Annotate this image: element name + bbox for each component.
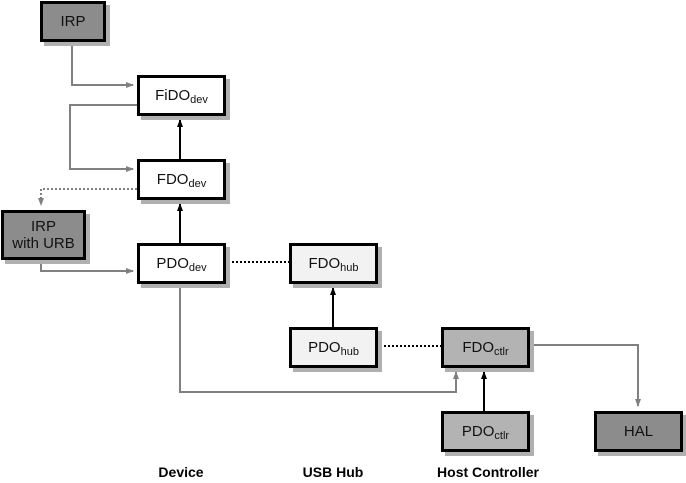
node-fdo-ctlr-main: FDO bbox=[462, 339, 494, 356]
node-irp: IRP bbox=[40, 1, 106, 42]
node-pdo-hub: PDOhub bbox=[289, 327, 378, 368]
node-irp-label: IRP bbox=[60, 13, 86, 30]
node-pdo-hub-main: PDO bbox=[308, 339, 341, 356]
node-irp-with-urb: IRP with URB bbox=[1, 210, 86, 260]
node-pdo-ctlr-main: PDO bbox=[461, 423, 495, 440]
node-fdo-hub-main: FDO bbox=[308, 255, 341, 272]
edge-pdo-dev-to-fdo-ctlr bbox=[179, 284, 459, 393]
edge-fdo-to-irp-urb bbox=[38, 188, 137, 206]
node-fido-dev: FiDOdev bbox=[137, 75, 226, 116]
column-label-host-controller: Host Controller bbox=[437, 464, 539, 480]
node-fido-dev-main: FiDO bbox=[155, 87, 191, 104]
node-pdo-dev-sub: dev bbox=[188, 262, 207, 274]
node-fdo-hub-sub: hub bbox=[340, 262, 359, 274]
node-irp-urb-line2: with URB bbox=[12, 235, 75, 252]
node-fdo-ctlr: FDOctlr bbox=[441, 327, 530, 368]
column-label-usb-hub: USB Hub bbox=[302, 464, 364, 480]
node-fdo-ctlr-sub: ctlr bbox=[494, 346, 509, 358]
node-fido-dev-sub: dev bbox=[190, 94, 208, 106]
column-label-device: Device bbox=[158, 464, 204, 480]
node-fdo-dev-main: FDO bbox=[156, 171, 189, 188]
node-hal: HAL bbox=[594, 411, 683, 452]
node-hal-label: HAL bbox=[623, 423, 654, 440]
node-pdo-ctlr-sub: ctlr bbox=[494, 430, 510, 442]
edge-irp-to-fido bbox=[71, 42, 134, 88]
edge-fido-to-fdo bbox=[69, 104, 137, 172]
edge-fdo-ctlr-to-hal bbox=[530, 344, 641, 407]
node-pdo-dev-main: PDO bbox=[156, 255, 189, 272]
edge-irp-urb-to-pdo bbox=[40, 260, 134, 274]
node-fdo-dev-sub: dev bbox=[188, 178, 207, 190]
node-pdo-ctlr: PDOctlr bbox=[441, 411, 530, 452]
node-pdo-dev: PDOdev bbox=[137, 243, 226, 284]
node-pdo-hub-sub: hub bbox=[340, 346, 359, 358]
node-fdo-hub: FDOhub bbox=[289, 243, 378, 284]
node-fdo-dev: FDOdev bbox=[137, 159, 226, 200]
node-irp-urb-line1: IRP bbox=[30, 218, 56, 235]
